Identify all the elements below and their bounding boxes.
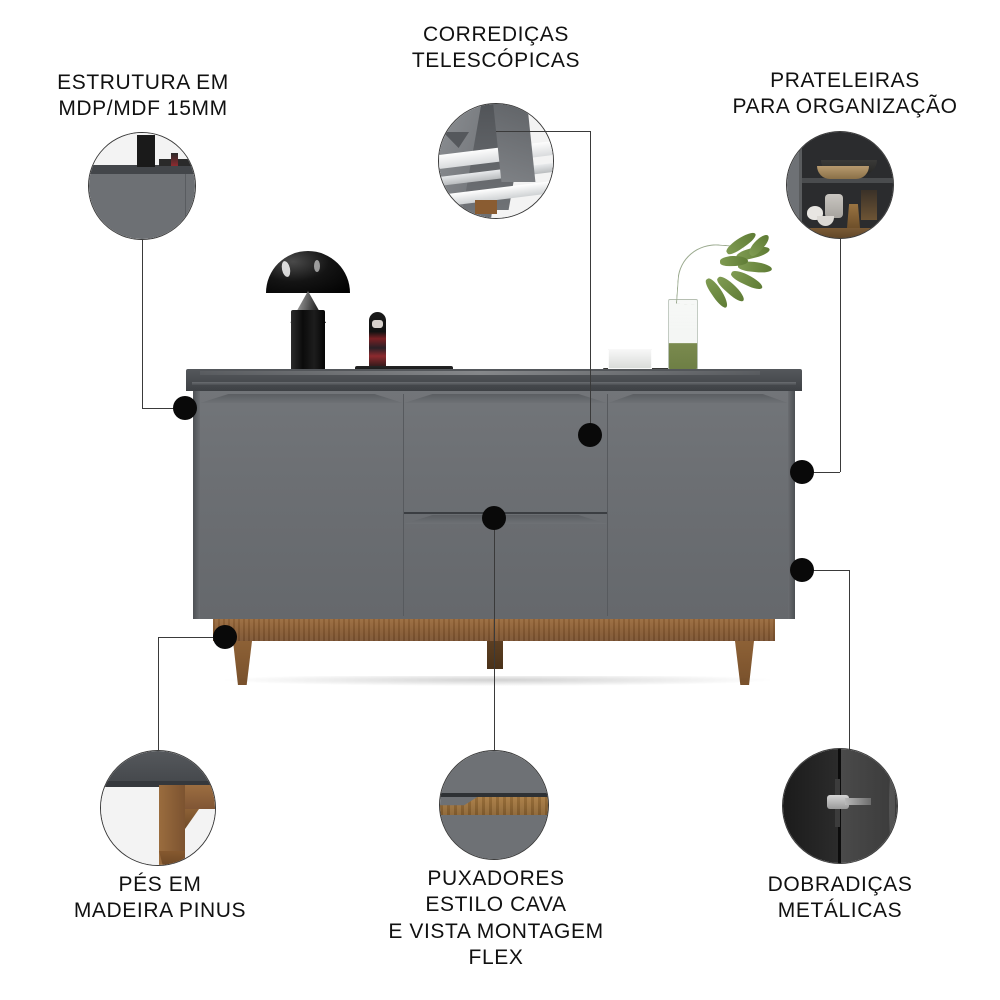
doll-face-icon [372, 320, 383, 328]
connector-shelves [802, 472, 840, 473]
callout-dot-shelves[interactable] [790, 460, 814, 484]
center-upper-door[interactable] [404, 394, 607, 513]
lamp-highlight-icon [314, 260, 320, 272]
callout-circle-structure [88, 132, 196, 240]
callout-dot-handles[interactable] [482, 506, 506, 530]
left-door[interactable] [200, 394, 403, 616]
cava-handle-right-door[interactable] [608, 394, 788, 403]
kokeshi-doll [369, 312, 386, 370]
right-leg [735, 641, 754, 685]
drawer-seam [404, 512, 607, 514]
door-seam [403, 394, 404, 616]
callout-dot-structure[interactable] [173, 396, 197, 420]
connector-slides [590, 131, 591, 435]
callout-label-slides: CORREDIÇAS TELESCÓPICAS [411, 23, 581, 73]
center-support-leg [487, 641, 503, 669]
floor-shadow [225, 676, 770, 686]
callout-dot-legs[interactable] [213, 625, 237, 649]
callout-circle-shelves [786, 131, 894, 239]
bamboo-plant [675, 229, 786, 318]
callout-label-shelves: PRATELEIRAS PARA ORGANIZAÇÃO [732, 69, 958, 119]
left-leg [233, 641, 252, 685]
connector-legs [158, 637, 225, 638]
connector-handles [494, 518, 495, 750]
callout-circle-legs [100, 750, 216, 866]
dome-table-lamp-shade [266, 251, 350, 293]
connector-hinges [802, 570, 850, 571]
callout-label-handles: PUXADORES ESTILO CAVA E VISTA MONTAGEM F… [388, 867, 604, 969]
callout-label-hinges: DOBRADIÇAS METÁLICAS [767, 873, 913, 923]
connector-structure [142, 240, 143, 408]
cava-handle-left-door[interactable] [200, 394, 403, 403]
callout-circle-slides [438, 103, 554, 219]
dome-table-lamp-base [291, 310, 325, 373]
callout-dot-hinges[interactable] [790, 558, 814, 582]
center-drawer[interactable] [404, 515, 607, 616]
connector-shelves [840, 239, 841, 472]
connector-legs [158, 637, 159, 750]
callout-label-structure: ESTRUTURA EM MDP/MDF 15MM [57, 71, 229, 121]
right-door[interactable] [608, 394, 788, 616]
cava-handle-center-door[interactable] [404, 394, 607, 403]
connector-structure [142, 408, 185, 409]
callout-circle-hinges [782, 748, 898, 864]
callout-circle-handles [439, 750, 549, 860]
glass-vase [668, 299, 698, 370]
callout-dot-slides[interactable] [578, 423, 602, 447]
glass-box [608, 349, 652, 369]
callout-label-legs: PÉS EM MADEIRA PINUS [73, 873, 247, 923]
connector-hinges [849, 570, 850, 750]
sideboard-top-surface [186, 369, 802, 391]
top-highlight [200, 371, 760, 375]
door-seam [607, 394, 608, 616]
connector-slides [496, 131, 590, 132]
lamp-highlight-icon [280, 260, 292, 278]
